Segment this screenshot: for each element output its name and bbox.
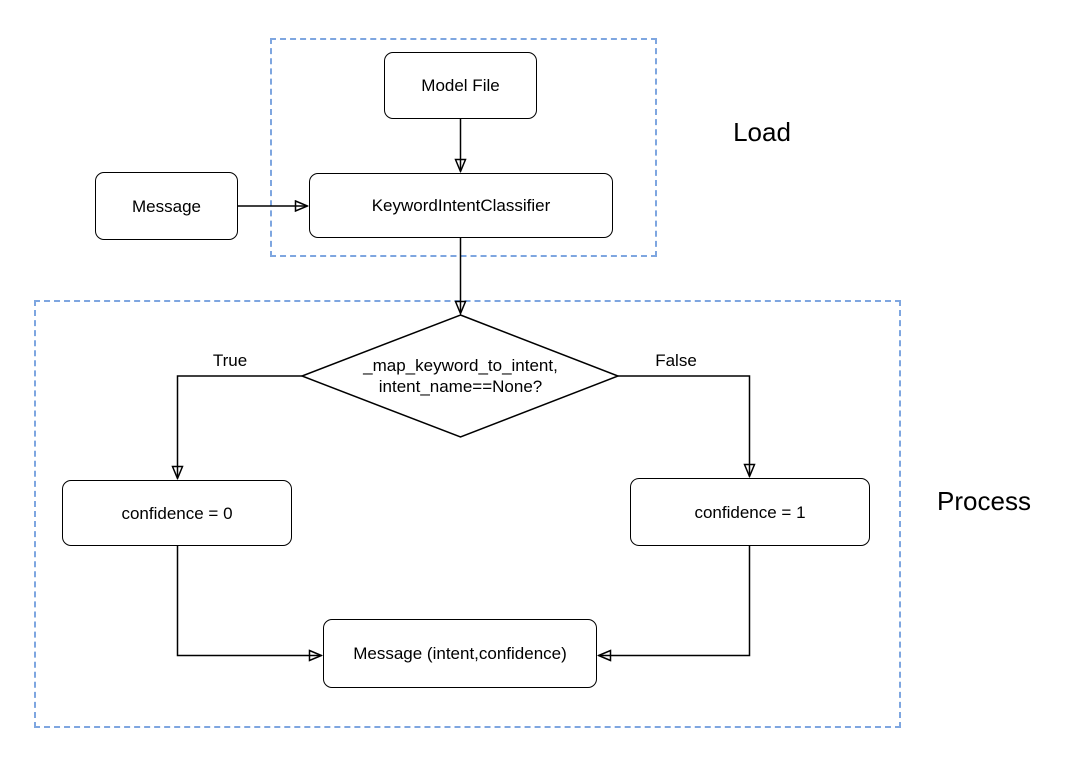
process-group-label: Process xyxy=(937,486,1031,516)
decision-diamond-shape xyxy=(299,314,621,438)
edge-label-true: True xyxy=(190,351,270,371)
decision-label-line2: intent_name==None? xyxy=(378,377,543,396)
node-message-input-label: Message xyxy=(132,196,201,216)
node-keyword-intent-classifier-label: KeywordIntentClassifier xyxy=(371,196,551,215)
node-decision-label: _map_keyword_to_intent, intent_name==Non… xyxy=(320,355,601,397)
load-group-label: Load xyxy=(733,117,791,147)
load-group-outline xyxy=(270,38,657,257)
node-keyword-intent-classifier: KeywordIntentClassifier xyxy=(309,173,613,238)
node-confidence-1-label: confidence = 1 xyxy=(694,502,806,522)
node-message-output-label: Message (intent,confidence) xyxy=(353,644,567,663)
node-model-file-label: Model File xyxy=(421,76,500,95)
process-group-outline xyxy=(34,300,901,728)
node-confidence-0: confidence = 0 xyxy=(62,480,292,546)
node-message-output: Message (intent,confidence) xyxy=(323,619,597,688)
edge-decision-true-to-confidence0 xyxy=(178,375,302,478)
edge-confidence1-to-messageout xyxy=(599,546,751,656)
node-message-input: Message xyxy=(95,172,238,240)
edge-label-false: False xyxy=(636,351,716,371)
node-confidence-0-label: confidence = 0 xyxy=(121,503,233,523)
edge-confidence0-to-messageout xyxy=(176,546,322,656)
node-model-file: Model File xyxy=(384,52,537,119)
decision-label-line1: _map_keyword_to_intent, xyxy=(363,356,558,375)
edge-decision-false-to-confidence1 xyxy=(618,375,750,476)
node-confidence-1: confidence = 1 xyxy=(630,478,870,546)
